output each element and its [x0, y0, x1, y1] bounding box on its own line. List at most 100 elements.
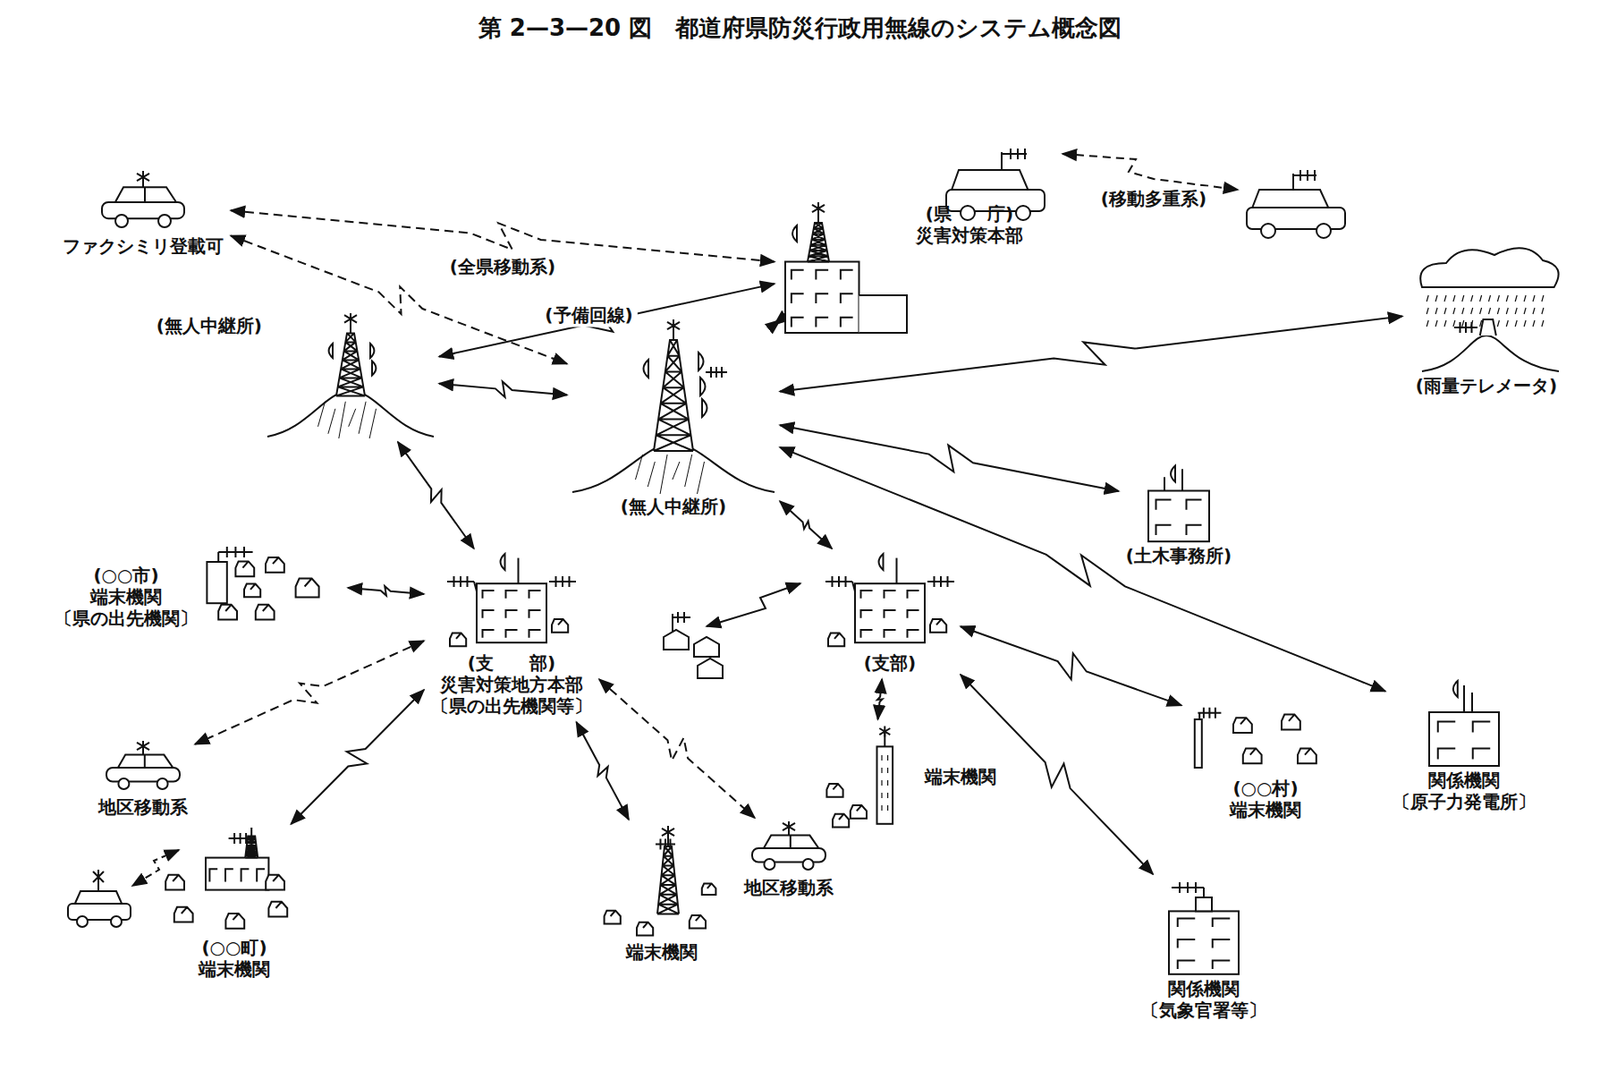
mast	[217, 551, 220, 562]
radio-link	[575, 721, 629, 820]
station-icon	[1142, 462, 1215, 543]
station-texts: (土木事務所)	[1122, 542, 1236, 568]
house	[930, 618, 947, 633]
mast	[1198, 712, 1201, 720]
building	[206, 561, 227, 603]
mast	[852, 581, 856, 592]
car-wheel	[76, 915, 88, 927]
house	[850, 804, 867, 819]
station-node: (支 部)災害対策地方本部〔県の出先機関等〕	[427, 551, 596, 719]
station-texts: (支 部)災害対策地方本部〔県の出先機関等〕	[427, 650, 596, 719]
car-wheel	[803, 858, 814, 870]
mast	[1163, 476, 1166, 491]
building	[1148, 491, 1210, 542]
station-label: (雨量テレメータ)	[1415, 374, 1558, 397]
station-label: 災害対策地方本部	[440, 673, 584, 695]
lattice-tower	[653, 339, 694, 451]
car-window	[143, 754, 146, 768]
windows	[1156, 499, 1203, 535]
yagi-antenna	[549, 575, 576, 587]
station-icon	[599, 822, 725, 940]
car-cabin	[117, 754, 174, 770]
car-cabin	[762, 835, 820, 850]
car-wheel	[115, 214, 128, 228]
antenna-star	[879, 726, 890, 737]
station-icon	[1185, 694, 1347, 776]
dish-antenna	[700, 377, 706, 396]
station-texts: 地区移動系	[94, 794, 192, 820]
icon-drawing	[1429, 680, 1499, 766]
mast	[896, 558, 898, 585]
mast	[474, 581, 477, 592]
yagi-antenna	[1454, 321, 1478, 333]
station-label: 〔原子力発電所〕	[1392, 790, 1536, 813]
station-icon	[822, 722, 922, 830]
radio-link	[439, 283, 775, 356]
house	[1281, 714, 1301, 730]
car-wheel	[1316, 223, 1331, 238]
car-antenna	[1293, 169, 1317, 190]
station-node: (支部)	[822, 551, 957, 676]
station-texts: (県 庁)災害対策本部	[912, 201, 1027, 248]
house	[265, 557, 285, 573]
dish-antenna	[698, 352, 704, 371]
icon-drawing	[101, 170, 185, 228]
car-body	[106, 767, 180, 782]
station-label: (○○市)	[93, 564, 159, 586]
house	[828, 633, 845, 647]
link-label: (全県移動系)	[445, 253, 560, 279]
station-node: ファクシミリ登載可	[59, 170, 228, 259]
yagi-antenna	[825, 575, 853, 587]
antenna-star	[136, 170, 150, 184]
house	[296, 578, 320, 598]
radio-link	[877, 678, 883, 720]
house	[702, 882, 717, 895]
station-label: 〔県の出先機関〕	[54, 607, 198, 629]
station-icon	[98, 170, 188, 234]
building	[1429, 711, 1499, 766]
dish-antenna	[792, 225, 797, 242]
house	[697, 658, 723, 678]
windows	[881, 754, 889, 811]
diagram-title: 第 2—3—20 図 都道府県防災行政用無線のシステム概念図	[0, 12, 1600, 44]
icon-drawing	[267, 313, 434, 439]
icon-drawing	[1168, 881, 1239, 974]
station-icon	[162, 827, 306, 935]
station-icon	[102, 740, 184, 795]
building	[785, 262, 860, 334]
windows	[1438, 721, 1491, 760]
house	[832, 813, 849, 828]
station-label: 関係機関	[1168, 977, 1240, 999]
house	[218, 604, 238, 620]
building	[205, 857, 269, 890]
building	[1168, 910, 1239, 974]
icon-drawing	[825, 553, 955, 646]
station-label: (土木事務所)	[1125, 544, 1232, 567]
car-antenna	[93, 869, 104, 891]
car-body	[1246, 207, 1346, 229]
station-node: (無人中継所)	[570, 314, 777, 519]
mast	[517, 558, 520, 585]
windows	[791, 270, 854, 328]
dish-antenna	[643, 359, 650, 378]
icon-drawing	[1194, 707, 1317, 768]
dish-antenna	[500, 553, 506, 570]
station-node: 端末機関	[599, 822, 725, 965]
building	[476, 583, 547, 643]
dish-antenna	[370, 343, 374, 358]
mast	[1181, 468, 1184, 491]
yagi-antenna	[218, 546, 253, 558]
station-texts: 関係機関〔気象官署等〕	[1137, 975, 1270, 1023]
annex	[859, 295, 908, 333]
station-label: 〔県の出先機関等〕	[431, 694, 593, 717]
station-label: (無人中継所)	[156, 314, 263, 337]
roof-box	[1195, 897, 1212, 911]
station-node: 地区移動系	[94, 740, 192, 820]
mobile-car	[1246, 169, 1346, 238]
house	[826, 783, 843, 797]
radio-link	[194, 640, 424, 745]
yagi-antenna	[1197, 707, 1221, 719]
car-wheel	[1261, 223, 1276, 238]
house	[265, 874, 285, 890]
car-wheel	[158, 214, 171, 228]
